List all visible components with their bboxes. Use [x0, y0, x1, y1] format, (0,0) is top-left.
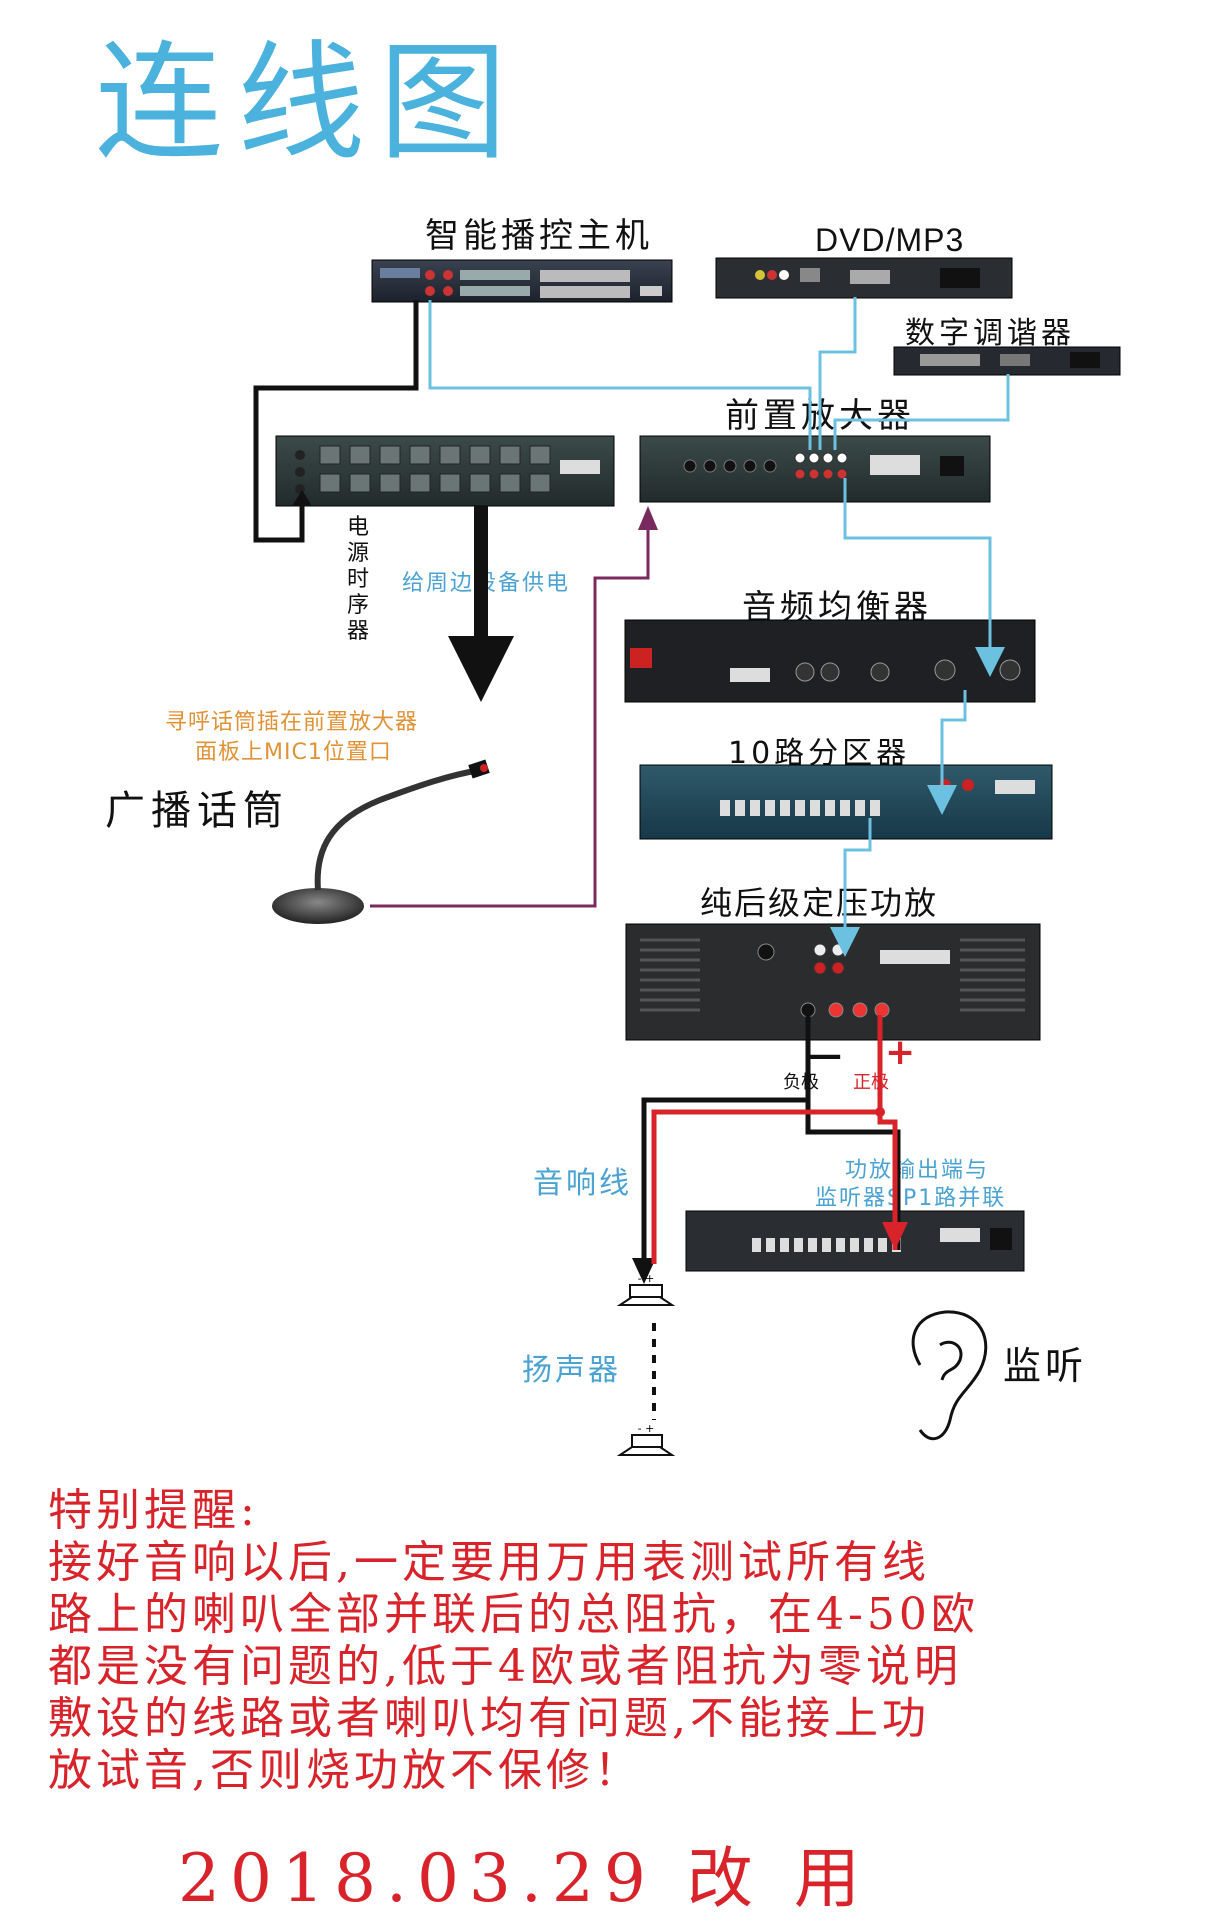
ear-icon [911, 1310, 988, 1441]
monitor-device [685, 1210, 1025, 1272]
page-title: 连线图 [95, 29, 522, 178]
power-arrow-head [448, 636, 514, 702]
amplifier-label: 纯后级定压功放 [700, 884, 939, 922]
speaker-icon: - + [616, 1272, 676, 1306]
positive-wire [651, 1015, 883, 1264]
microphone-label: 广播话筒 [105, 788, 289, 834]
monitor-note-line1: 功放输出端与 [845, 1158, 990, 1183]
zone-device [639, 764, 1053, 840]
microphone-device [272, 759, 490, 924]
warning-line-5: 放试音,否则烧功放不保修！ [48, 1745, 642, 1796]
warning-block: 特别提醒: 接好音响以后,一定要用万用表测试所有线 路上的喇叭全部并联后的总阻抗… [48, 1485, 1178, 1797]
wiring-diagram: - + - + [253, 257, 1121, 1456]
warning-line-4: 敷设的线路或者喇叭均有问题,不能接上功 [48, 1693, 930, 1744]
preamp-device [639, 435, 991, 503]
equalizer-device [624, 619, 1036, 703]
dvd-device [715, 257, 1013, 299]
power-cable [253, 300, 419, 543]
sequencer-label: 电源时序器 [346, 515, 369, 644]
mic-note-line1: 寻呼话筒插在前置放大器 [165, 710, 419, 735]
monitor-label: 监听 [1003, 1344, 1088, 1388]
sequencer-device [275, 435, 615, 507]
warning-line-2: 路上的喇叭全部并联后的总阻抗，在4-50欧 [48, 1589, 979, 1640]
controller-label: 智能播控主机 [425, 216, 653, 256]
preamp-label: 前置放大器 [725, 396, 915, 436]
warning-line-1: 接好音响以后,一定要用万用表测试所有线 [48, 1537, 930, 1588]
mic-cable [370, 520, 650, 908]
mic-note-line2: 面板上MIC1位置口 [195, 740, 392, 765]
amplifier-device [625, 923, 1041, 1041]
warning-line-3: 都是没有问题的,低于4欧或者阻抗为零说明 [48, 1641, 962, 1692]
monitor-note-line2: 监听器SP1路并联 [815, 1186, 1007, 1211]
revision-date: 2018.03.29 改 用 [178, 1840, 870, 1917]
tuner-label: 数字调谐器 [905, 316, 1075, 351]
power-arrow-shaft [474, 506, 488, 638]
dvd-label: DVD/MP3 [815, 222, 965, 258]
signal-cables [428, 297, 1010, 957]
tuner-device [893, 346, 1121, 376]
warning-heading: 特别提醒: [48, 1485, 259, 1536]
speaker-wire-label: 音响线 [533, 1166, 632, 1201]
speaker-icon-2: - + [616, 1422, 676, 1456]
speaker-label: 扬声器 [522, 1353, 621, 1388]
controller-device [371, 259, 673, 303]
negative-sign: — [808, 1035, 842, 1075]
svg-text:- +: - + [638, 1422, 655, 1435]
